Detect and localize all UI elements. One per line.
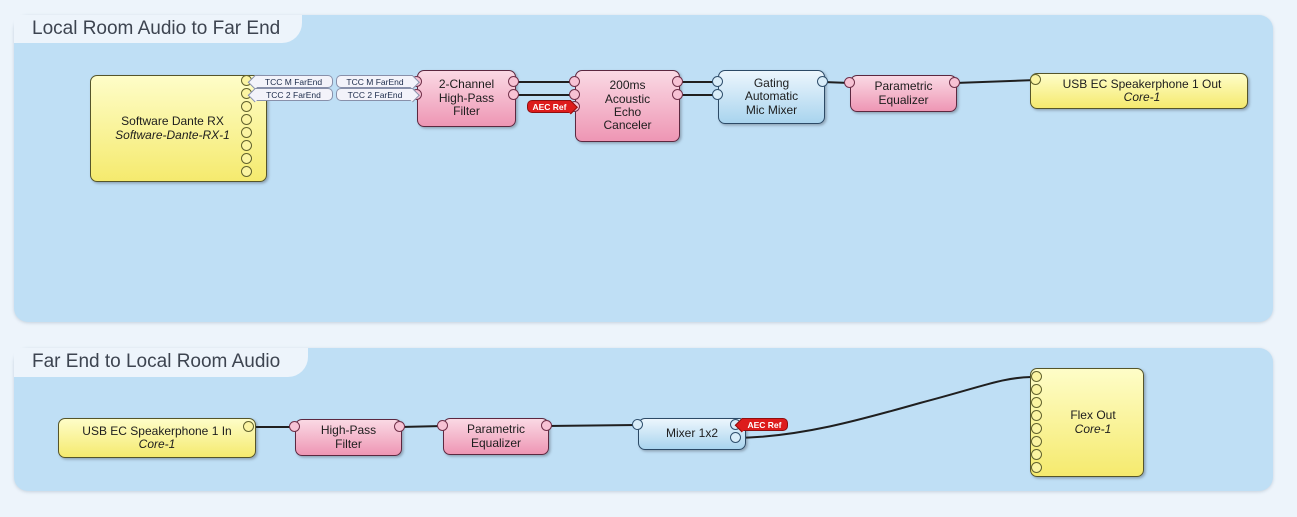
port-dante-out-7[interactable] xyxy=(241,153,252,164)
section-title-from-far-end: Far End to Local Room Audio xyxy=(32,351,281,372)
port-flexout-in-5[interactable] xyxy=(1031,423,1042,434)
port-micmixer-in-1[interactable] xyxy=(712,76,723,87)
port-hpf2-out-2[interactable] xyxy=(508,89,519,100)
wire-tag-label: TCC 2 FarEnd xyxy=(347,89,403,100)
wire-tag-tcc-2-farend-dest[interactable]: TCC 2 FarEnd xyxy=(336,88,413,101)
wire-mixer-to-flexout[interactable] xyxy=(735,376,1032,439)
port-aec-out-2[interactable] xyxy=(672,89,683,100)
section-title-notch-bottom xyxy=(14,348,308,377)
wire-hpf-to-peq[interactable] xyxy=(399,425,444,428)
block-software-dante-rx[interactable]: Software Dante RX Software-Dante-RX-1 xyxy=(90,75,267,182)
block-subtitle: Software-Dante-RX-1 xyxy=(115,127,230,142)
block-acoustic-echo-canceler[interactable]: 200ms Acoustic Echo Canceler xyxy=(575,70,680,142)
wire-tag-aec-ref-source[interactable]: AEC Ref xyxy=(742,418,788,431)
port-mixer1x2-in[interactable] xyxy=(632,419,643,430)
block-label: Parametric Equalizer xyxy=(874,79,933,107)
port-hpfb-in[interactable] xyxy=(289,421,300,432)
port-peq-top-out[interactable] xyxy=(949,77,960,88)
port-flexout-in-4[interactable] xyxy=(1031,410,1042,421)
block-flex-out[interactable]: Flex Out Core-1 xyxy=(1030,368,1144,477)
block-2channel-high-pass-filter[interactable]: 2-Channel High-Pass Filter xyxy=(417,70,516,127)
block-parametric-equalizer-top[interactable]: Parametric Equalizer xyxy=(850,75,957,112)
port-peq-top-in[interactable] xyxy=(844,77,855,88)
port-peqb-in[interactable] xyxy=(437,420,448,431)
block-subtitle: Core-1 xyxy=(1123,90,1161,104)
block-label: High-Pass Filter xyxy=(320,423,377,451)
wire-tag-label: AEC Ref xyxy=(747,419,782,430)
port-micmixer-out[interactable] xyxy=(817,76,828,87)
port-dante-out-5[interactable] xyxy=(241,127,252,138)
port-aec-out-1[interactable] xyxy=(672,76,683,87)
wire-tag-tcc-m-farend-source[interactable]: TCC M FarEnd xyxy=(255,75,333,88)
port-flexout-in-2[interactable] xyxy=(1031,384,1042,395)
wire-peq-to-mixer[interactable] xyxy=(546,424,639,427)
port-flexout-in-8[interactable] xyxy=(1031,462,1042,473)
port-hpf2-out-1[interactable] xyxy=(508,76,519,87)
port-usbout-in[interactable] xyxy=(1030,74,1041,85)
block-usb-ec-speakerphone-in[interactable]: USB EC Speakerphone 1 In Core-1 xyxy=(58,418,256,458)
port-dante-out-6[interactable] xyxy=(241,140,252,151)
port-aec-in-2[interactable] xyxy=(569,89,580,100)
block-title: Software Dante RX xyxy=(121,114,224,129)
port-flexout-in-3[interactable] xyxy=(1031,397,1042,408)
port-flexout-in-1[interactable] xyxy=(1031,371,1042,382)
block-high-pass-filter-bottom[interactable]: High-Pass Filter xyxy=(295,419,402,456)
block-label: 200ms Acoustic Echo Canceler xyxy=(603,78,652,133)
wire-tag-label: TCC 2 FarEnd xyxy=(266,89,321,100)
block-title: Flex Out xyxy=(1070,408,1116,423)
block-subtitle: Core-1 xyxy=(1074,421,1112,436)
section-title-notch-top xyxy=(14,15,302,43)
block-mixer-1x2[interactable]: Mixer 1x2 xyxy=(638,418,746,450)
port-micmixer-in-2[interactable] xyxy=(712,89,723,100)
port-flexout-in-6[interactable] xyxy=(1031,436,1042,447)
wire-tag-label: AEC Ref xyxy=(532,101,567,112)
wire-tag-tcc-2-farend-source[interactable]: TCC 2 FarEnd xyxy=(255,88,333,101)
wire-peq-to-usbout[interactable] xyxy=(954,79,1037,84)
block-gating-automatic-mic-mixer[interactable]: Gating Automatic Mic Mixer xyxy=(718,70,825,124)
wire-tag-label: TCC M FarEnd xyxy=(346,76,404,87)
wire-tag-label: TCC M FarEnd xyxy=(264,76,323,87)
port-aec-in-1[interactable] xyxy=(569,76,580,87)
block-title: USB EC Speakerphone 1 Out xyxy=(1062,76,1222,91)
wire-tag-aec-ref-dest[interactable]: AEC Ref xyxy=(527,100,571,113)
port-mixer1x2-out-2[interactable] xyxy=(730,432,741,443)
block-usb-ec-speakerphone-out[interactable]: USB EC Speakerphone 1 Out Core-1 xyxy=(1030,73,1248,109)
port-dante-out-8[interactable] xyxy=(241,166,252,177)
block-title: USB EC Speakerphone 1 In xyxy=(82,423,232,438)
block-parametric-equalizer-bottom[interactable]: Parametric Equalizer xyxy=(443,418,549,455)
port-dante-out-4[interactable] xyxy=(241,114,252,125)
block-label: Gating Automatic Mic Mixer xyxy=(744,75,799,117)
block-label: Parametric Equalizer xyxy=(466,422,525,450)
block-label: Mixer 1x2 xyxy=(665,426,718,441)
block-subtitle: Core-1 xyxy=(138,437,176,451)
section-title-to-far-end: Local Room Audio to Far End xyxy=(32,18,281,39)
port-usbin-out[interactable] xyxy=(243,421,254,432)
block-label: 2-Channel High-Pass Filter xyxy=(438,77,495,119)
port-dante-out-3[interactable] xyxy=(241,101,252,112)
wire-tag-tcc-m-farend-dest[interactable]: TCC M FarEnd xyxy=(336,75,413,88)
port-flexout-in-7[interactable] xyxy=(1031,449,1042,460)
port-peqb-out[interactable] xyxy=(541,420,552,431)
port-hpfb-out[interactable] xyxy=(394,421,405,432)
